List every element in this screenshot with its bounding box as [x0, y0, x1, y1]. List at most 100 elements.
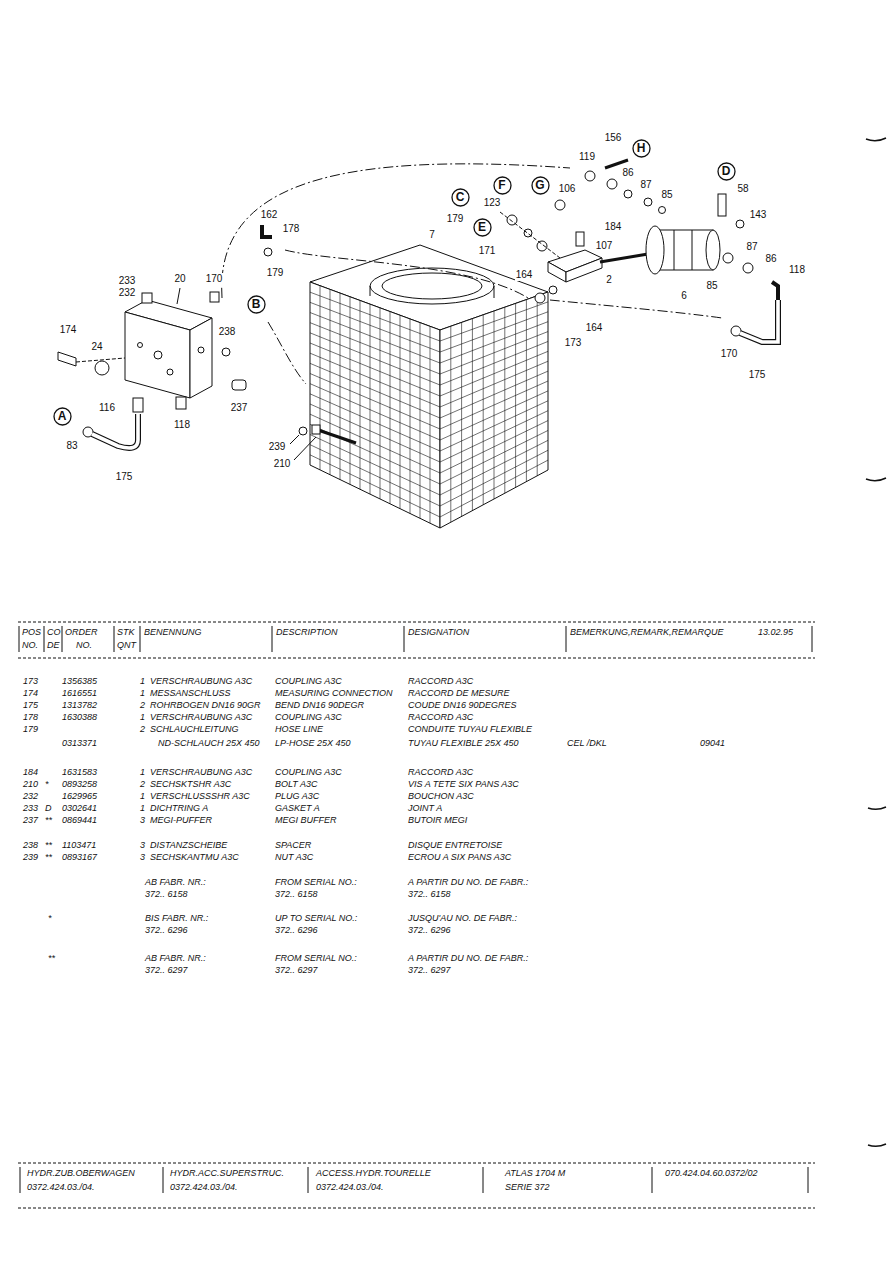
table-text: 372.. 6296 [408, 925, 451, 936]
table-text: DISTANZSCHEIBE [150, 840, 227, 851]
fittings [576, 232, 584, 246]
callout-number: 143 [749, 209, 768, 221]
callout-number: 83 [65, 440, 78, 452]
valve-block [190, 318, 212, 398]
mounting-bolt [312, 425, 320, 434]
hose-line [222, 164, 570, 298]
callout-number: 6 [680, 290, 688, 302]
table-text: AB FABR. NR.: [145, 953, 206, 964]
callout-number: 20 [173, 273, 186, 285]
table-text: 239 [23, 852, 38, 863]
callout-number: 2 [605, 274, 613, 286]
radiator-grid [310, 302, 440, 352]
table-text: A PARTIR DU NO. DE FABR.: [408, 953, 528, 964]
hydraulic-motor [600, 226, 720, 274]
margin-mark [866, 138, 886, 141]
table-text: ** [45, 815, 52, 826]
fittings [222, 348, 230, 356]
table-text: 1 [140, 791, 145, 802]
table-text: 173 [23, 676, 38, 687]
table-text: 372.. 6296 [145, 925, 188, 936]
table-rule [18, 1208, 815, 1209]
hydraulic-motor [600, 254, 648, 262]
radiator-grid [310, 394, 440, 451]
table-text: 1629965 [62, 791, 97, 802]
fittings [743, 263, 753, 273]
table-text: * [45, 779, 49, 790]
table-text: 210 [23, 779, 38, 790]
footer-text: ATLAS 1704 M [505, 1168, 565, 1179]
valve-block [177, 288, 180, 304]
callout-number: 170 [720, 348, 739, 360]
mounting-bolt [290, 425, 356, 460]
table-text: COUDE DN16 90DEGRES [408, 700, 517, 711]
bent-pipe [740, 300, 778, 342]
table-text: RACCORD A3C [408, 767, 473, 778]
callout-number: 237 [230, 402, 249, 414]
callout-number: 238 [218, 326, 237, 338]
table-text: D [45, 803, 52, 814]
valve-block [198, 347, 204, 353]
radiator [440, 292, 548, 528]
callout-number: 119 [578, 151, 596, 163]
callout-number: 85 [705, 280, 718, 292]
callout-number: 179 [266, 267, 285, 279]
table-text: SECHSKTSHR A3C [150, 779, 231, 790]
callout-letter: E [473, 218, 492, 237]
fittings [537, 241, 547, 251]
callout-letter-text: A [53, 407, 72, 426]
mounting-bolt [299, 427, 307, 435]
table-text: RACCORD A3C [408, 712, 473, 723]
table-text: 372.. 6158 [275, 889, 318, 900]
table-text: CEL /DKL [567, 738, 607, 749]
table-text: 372.. 6158 [145, 889, 188, 900]
callout-letter-text: G [531, 176, 550, 195]
fittings [232, 380, 246, 390]
valve-block [138, 343, 143, 348]
margin-mark [866, 478, 886, 481]
table-text: BOLT A3C [275, 779, 318, 790]
footer-text: ACCESS.HYDR.TOURELLE [316, 1168, 431, 1179]
hose-line [550, 300, 722, 318]
table-text: ND-SCHLAUCH 25X 450 [158, 738, 260, 749]
table-text: HOSE LINE [275, 724, 323, 735]
table-text: BUTOIR MEGI [408, 815, 467, 826]
radiator-grid [515, 303, 516, 487]
table-text: 174 [23, 688, 38, 699]
radiator [370, 286, 371, 296]
table-text: 3 [140, 840, 145, 851]
hydraulic-motor [646, 226, 664, 274]
valve-block [125, 288, 212, 398]
table-text: VERSCHRAUBUNG A3C [150, 767, 252, 778]
table-text: NO. [22, 640, 38, 651]
fittings [262, 225, 272, 237]
bent-pipe [92, 414, 138, 448]
callout-letter: C [451, 188, 470, 207]
table-text: BEND DN16 90DEGR [275, 700, 364, 711]
callout-number: 118 [788, 264, 806, 276]
bent-pipe [740, 300, 778, 342]
radiator-grid [537, 296, 538, 476]
callout-letter-text: C [451, 188, 470, 207]
radiator [494, 286, 495, 298]
table-text: 1631583 [62, 767, 97, 778]
hydraulic-motor [706, 230, 720, 270]
table-rule [18, 622, 815, 1208]
table-text: AB FABR. NR.: [145, 877, 206, 888]
table-text: COUPLING A3C [275, 767, 342, 778]
table-text: 372.. 6297 [408, 965, 451, 976]
table-text: 372.. 6158 [408, 889, 451, 900]
table-text: 232 [23, 791, 38, 802]
footer-text: HYDR.ZUB.OBERWAGEN [27, 1168, 135, 1179]
callout-number: 175 [115, 471, 134, 483]
table-text: 0302641 [62, 803, 97, 814]
radiator-grid [310, 374, 440, 430]
table-text: 0313371 [62, 738, 97, 749]
table-text: 237 [23, 815, 38, 826]
table-text: CONDUITE TUYAU FLEXIBLE [408, 724, 532, 735]
callout-number: 239 [268, 441, 287, 453]
callout-letter: H [632, 139, 651, 158]
table-text: PLUG A3C [275, 791, 319, 802]
callout-number: 123 [483, 197, 502, 209]
callout-number: 184 [604, 221, 623, 233]
